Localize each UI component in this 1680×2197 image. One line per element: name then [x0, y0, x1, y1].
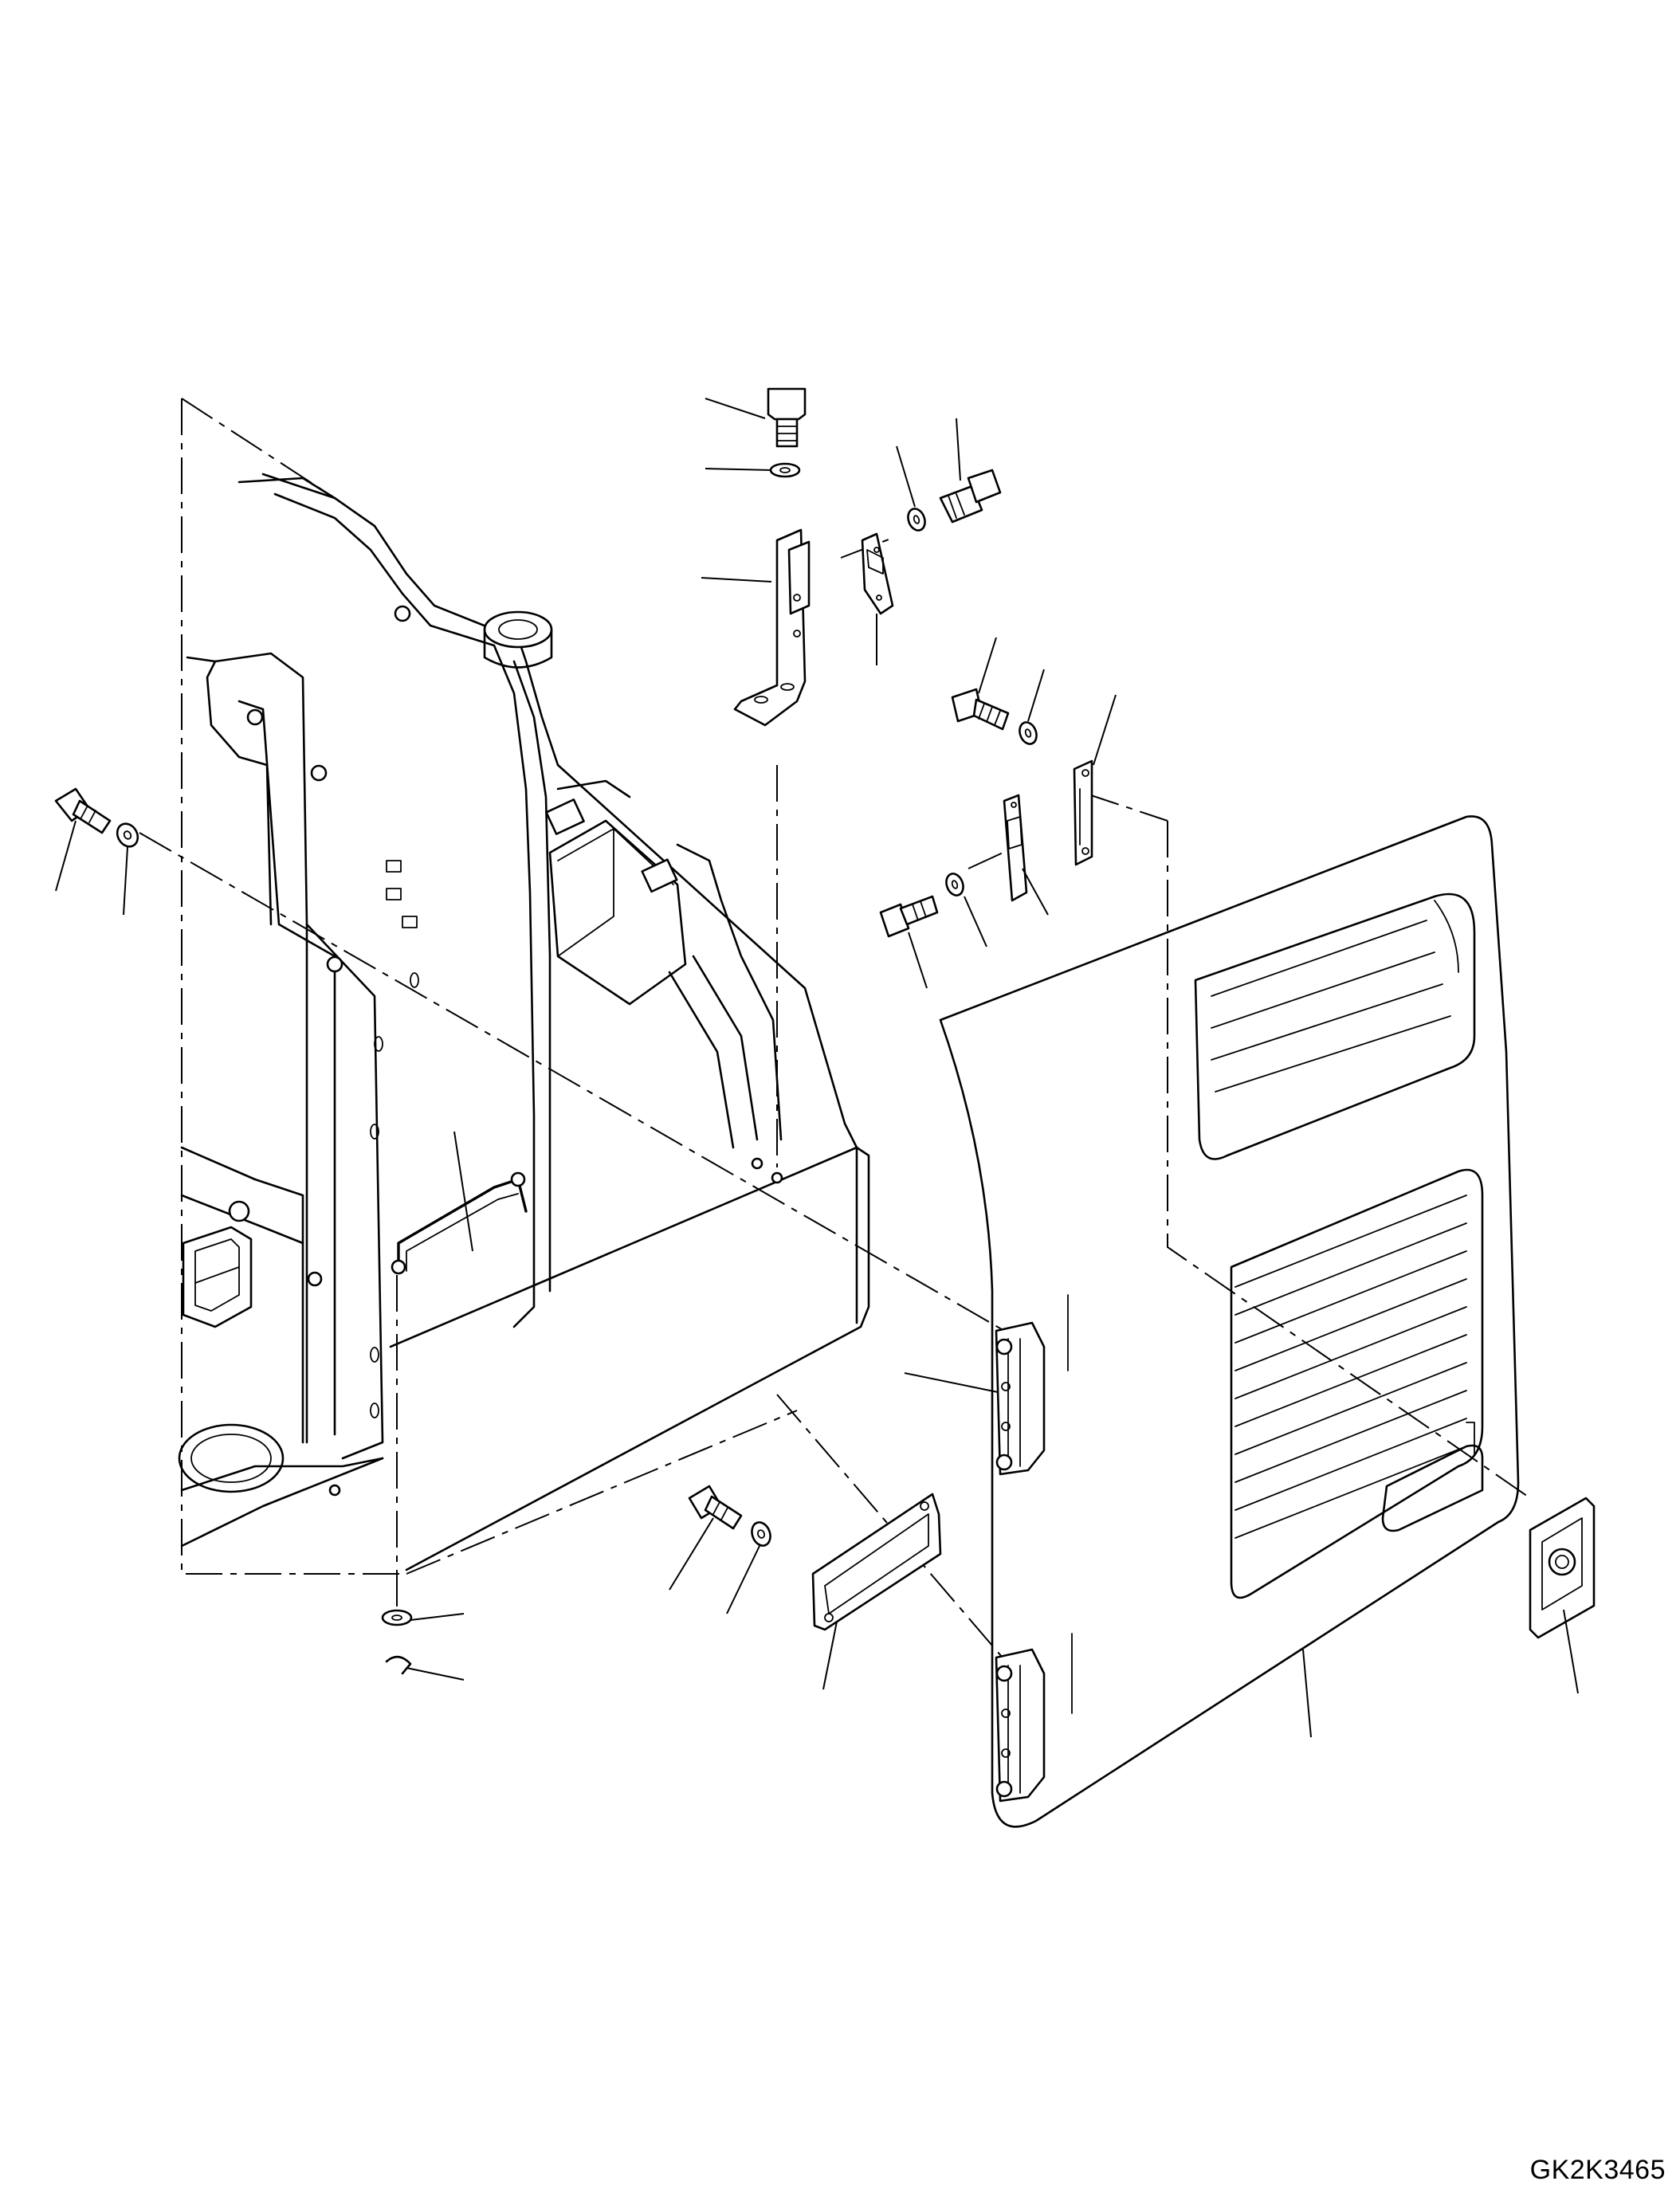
louver-slats [1235, 1195, 1466, 1538]
left-fasteners [56, 789, 142, 850]
striker-plate [1074, 761, 1092, 865]
washer-right-2 [1017, 720, 1039, 746]
l-bracket [735, 530, 809, 725]
bolt-vertical [768, 389, 805, 446]
bolt-bottom [689, 1486, 741, 1528]
bolt-right-2 [952, 689, 1008, 729]
bottom-fasteners [689, 1486, 940, 1630]
snap-clip [387, 1657, 410, 1673]
upper-bracket-group [735, 389, 1000, 725]
assembly-centerlines [139, 398, 1530, 1673]
side-door-panel [940, 816, 1518, 1826]
upper-hinge [996, 1323, 1044, 1474]
washer-right-1 [905, 506, 928, 532]
door-lock [1530, 1498, 1594, 1638]
door-stay-plate [813, 1494, 940, 1630]
leader-lines [56, 398, 1578, 1737]
bolt-left [56, 789, 110, 833]
right-bracket-group [881, 689, 1092, 936]
washer-right-3 [944, 871, 966, 897]
spacer-plate [862, 534, 893, 614]
washer-left [113, 820, 142, 850]
washer-bottom [749, 1520, 774, 1548]
machine-frame [179, 474, 869, 1570]
drawing-number: GK2K3465 [1529, 2155, 1666, 2185]
washer-top [771, 464, 799, 477]
pin-washer [383, 1610, 411, 1625]
bolt-right-1 [940, 470, 1000, 522]
lower-hinge [996, 1650, 1044, 1801]
catch-plate [1004, 795, 1026, 900]
bolt-right-3 [881, 896, 937, 936]
